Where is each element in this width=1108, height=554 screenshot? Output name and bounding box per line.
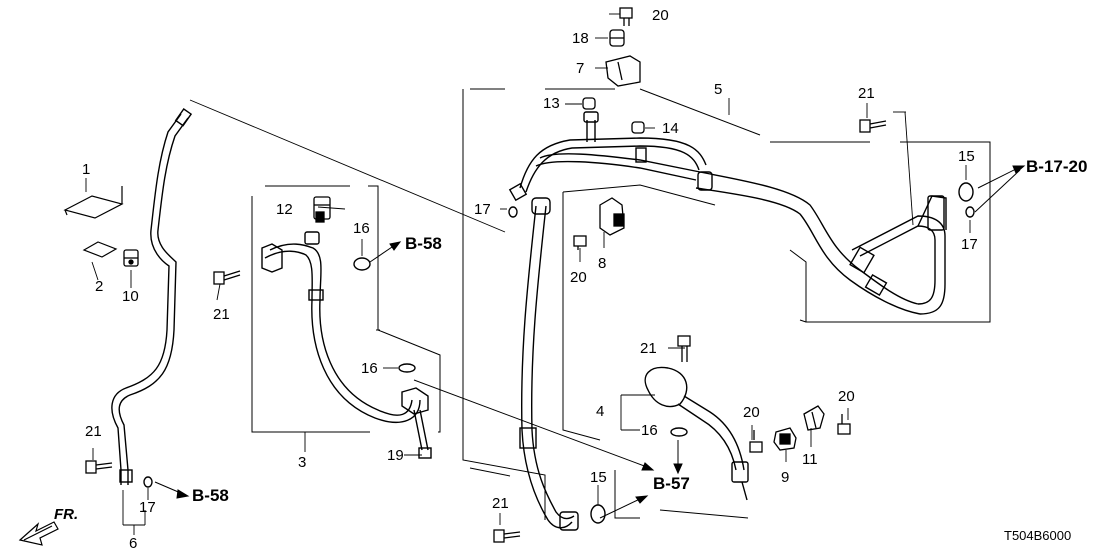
o-ring-17-center [508, 206, 518, 218]
o-ring-15-bottom [590, 504, 606, 524]
valve-part-18 [609, 29, 625, 47]
bracket-part-9 [773, 427, 797, 451]
callout-19: 19 [387, 447, 404, 464]
callout-17-left: 17 [139, 499, 156, 516]
o-ring-15-top [958, 182, 974, 202]
sensor-part-12 [313, 196, 331, 223]
reference-b-58-lower[interactable]: B-58 [192, 486, 229, 505]
bolt-21-middle [677, 335, 691, 362]
callout-6: 6 [129, 535, 138, 552]
reference-b-17-20[interactable]: B-17-20 [1026, 157, 1088, 176]
o-ring-17-left [143, 476, 153, 488]
callout-21-middle: 21 [640, 340, 657, 357]
callout-5: 5 [714, 81, 723, 98]
callout-8: 8 [598, 255, 607, 272]
callout-2: 2 [95, 278, 104, 295]
front-direction-arrow [18, 521, 59, 546]
o-ring-16-middle [398, 363, 416, 373]
bolt-21-left-lower [85, 460, 113, 474]
bolt-20-lower-b [837, 414, 851, 435]
callout-9: 9 [781, 469, 790, 486]
bracket-part-8 [599, 197, 625, 236]
bolt-21-right [859, 119, 887, 133]
bolt-20-top [619, 7, 633, 26]
receiver-part-4 [644, 366, 749, 501]
callout-21-left-lower: 21 [85, 423, 102, 440]
callout-15-bottom: 15 [590, 469, 607, 486]
bolt-20-bracket [573, 235, 587, 250]
callout-21-left-upper: 21 [213, 306, 230, 323]
bracket-part-11 [803, 405, 825, 431]
callout-21-bottom: 21 [492, 495, 509, 512]
reference-arrows [154, 165, 1026, 519]
callout-15-top: 15 [958, 148, 975, 165]
callout-16-lower: 16 [641, 422, 658, 439]
label-sheet-part-1 [63, 186, 124, 219]
o-ring-17-right [965, 206, 975, 218]
callout-20-top: 20 [652, 7, 669, 24]
o-ring-16-upper [353, 257, 371, 271]
callout-13: 13 [543, 95, 560, 112]
group-frame-lines [251, 88, 991, 520]
callout-16-upper: 16 [353, 220, 370, 237]
callout-12: 12 [276, 201, 293, 218]
sheet-part-2 [82, 241, 118, 258]
callout-17-center: 17 [474, 201, 491, 218]
front-label: FR. [54, 506, 79, 523]
leader-lines [85, 13, 971, 535]
o-ring-16-lower [670, 427, 688, 437]
callout-21-right: 21 [858, 85, 875, 102]
bracket-part-7 [605, 55, 641, 87]
callout-18: 18 [572, 30, 589, 47]
clip-part-10 [123, 249, 139, 267]
callout-1: 1 [82, 161, 91, 178]
pipe-part-5 [508, 111, 947, 531]
callout-7: 7 [576, 60, 585, 77]
callout-17-right: 17 [961, 236, 978, 253]
bolt-21-left-upper [213, 270, 241, 285]
pipe-part-6 [111, 107, 193, 485]
callout-3: 3 [298, 454, 307, 471]
callout-20-lower-b: 20 [838, 388, 855, 405]
cap-part-13 [582, 97, 596, 110]
callout-16-middle: 16 [361, 360, 378, 377]
diagram-code: T504B6000 [1004, 528, 1072, 543]
bolt-20-lower-a [749, 430, 763, 453]
callout-20-lower-a: 20 [743, 404, 760, 421]
cap-part-14 [631, 121, 645, 134]
callout-20-bracket: 20 [570, 269, 587, 286]
callout-14: 14 [662, 120, 679, 137]
callout-11: 11 [802, 451, 818, 468]
callout-4: 4 [596, 403, 605, 420]
hose-part-3 [261, 231, 432, 459]
reference-b-58-upper[interactable]: B-58 [405, 234, 442, 253]
bolt-21-bottom [493, 529, 521, 543]
reference-b-57[interactable]: B-57 [653, 474, 690, 493]
callout-10: 10 [122, 288, 139, 305]
